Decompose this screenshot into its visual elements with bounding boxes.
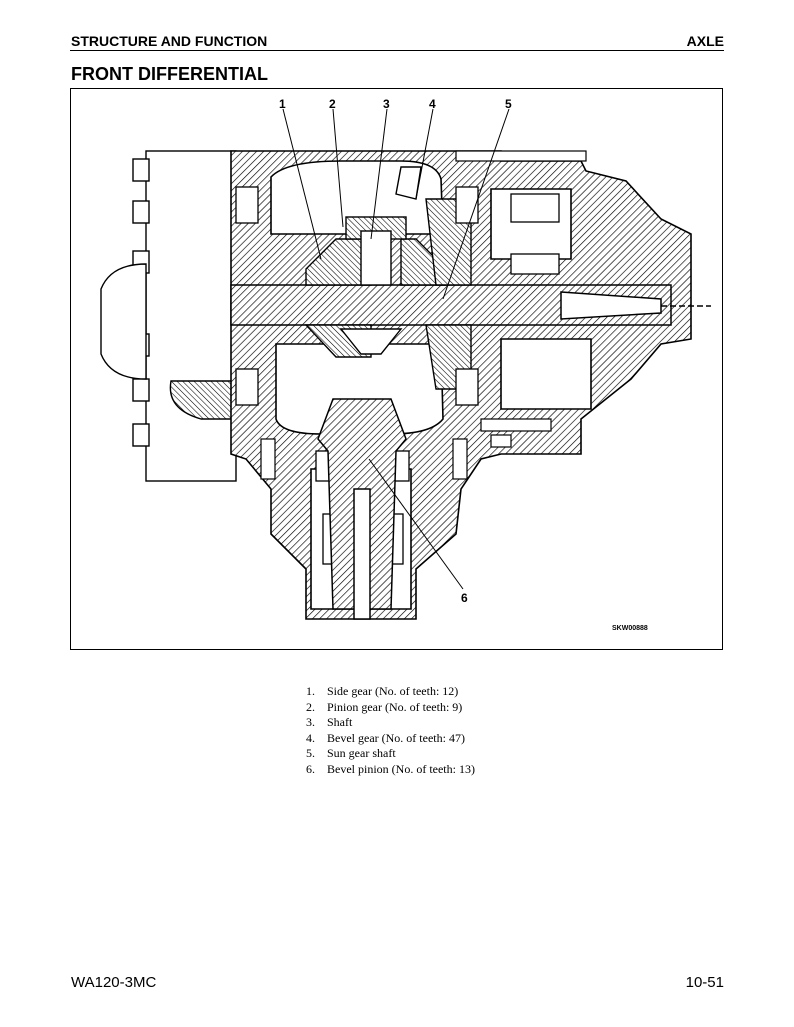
- legend-item: 2.Pinion gear (No. of teeth: 9): [306, 699, 463, 714]
- footer-page-number: 10-51: [685, 974, 724, 991]
- leader-lines: [282, 108, 510, 590]
- callout-1: 1: [279, 97, 286, 111]
- parts-legend: 1.Side gear (No. of teeth: 12) 2.Pinion …: [306, 684, 475, 778]
- header-rule: [70, 50, 724, 51]
- legend-item: 1.Side gear (No. of teeth: 12): [306, 684, 459, 698]
- footer-model: WA120-3MC: [71, 974, 157, 991]
- pinion-gear-and-shaft: [345, 166, 422, 286]
- callout-6: 6: [461, 591, 468, 605]
- bevel-pinion: [317, 398, 407, 620]
- figure-code: SKW00888: [612, 625, 648, 632]
- legend-item: 4.Bevel gear (No. of teeth: 47): [306, 730, 465, 745]
- differential-cross-section-drawing: 1 2 3 4 5 6 SKW00888: [100, 97, 711, 632]
- callout-4: 4: [429, 97, 436, 111]
- callout-3: 3: [383, 97, 390, 111]
- running-header-section: STRUCTURE AND FUNCTION: [71, 33, 268, 49]
- legend-item: 5.Sun gear shaft: [306, 746, 396, 761]
- legend-item: 6.Bevel pinion (No. of teeth: 13): [306, 761, 475, 776]
- left-flange: [100, 150, 237, 482]
- running-header-chapter: AXLE: [686, 33, 724, 49]
- callout-5: 5: [505, 97, 512, 111]
- page-title: FRONT DIFFERENTIAL: [71, 64, 268, 84]
- callout-2: 2: [329, 97, 336, 111]
- sun-gear-shaft: [230, 284, 711, 326]
- figure-frame: 1 2 3 4 5 6 SKW00888: [70, 88, 723, 650]
- legend-item: 3.Shaft: [306, 715, 353, 730]
- bolts: [260, 150, 587, 480]
